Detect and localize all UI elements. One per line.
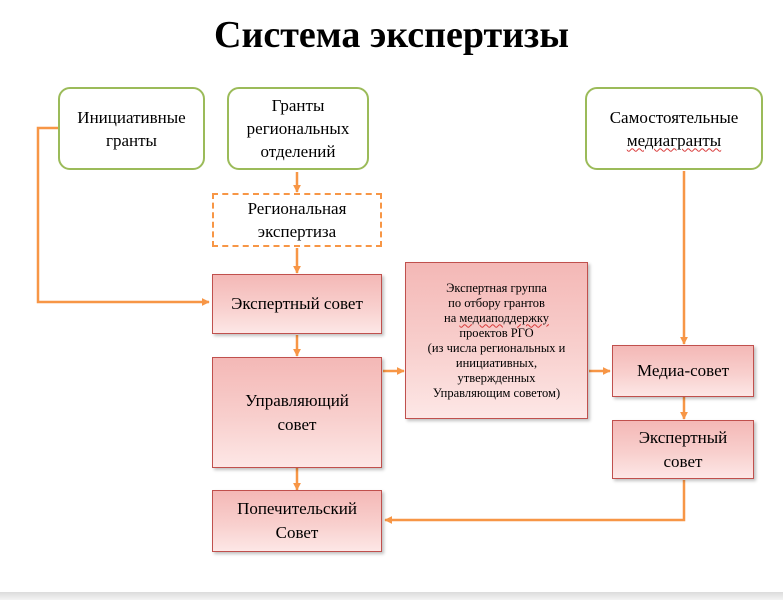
expert-group-box: Экспертная группа по отбору грантов на м… [405,262,588,419]
expert-council-box: Экспертный совет [212,274,382,334]
media-council-label: Медиа-совет [636,361,730,380]
media-council-box: Медиа-совет [612,345,754,397]
diagram-title: Система экспертизы [214,14,569,56]
independent-media-grants-label-1: Самостоятельные [609,107,739,127]
regional-expertise-label: Региональная экспертиза [247,199,347,241]
regional-grants-box: Гранты региональных отделений [227,87,369,170]
expert-group-line-2: по отбору грантов [448,295,545,310]
expert-group-line-3b: медиаподдержку [459,310,549,325]
regional-grants-label: Гранты региональных отделений [246,96,350,161]
media-expert-council-box: Экспертный совет [612,420,754,479]
expert-council-label: Экспертный совет [231,294,363,313]
arrow-media-expert-council-to-board [384,480,686,524]
independent-media-grants-box: Самостоятельные медиагранты [585,87,763,170]
media-expert-council-label: Экспертный совет [638,427,728,471]
expert-group-line-3a: на [444,310,460,325]
expert-group-line-1: Экспертная группа [446,280,547,295]
governing-council-label: Управляющий совет [245,390,349,434]
independent-media-grants-label-2: медиагранты [626,130,722,150]
board-of-trustees-box: Попечительский Совет [212,490,382,552]
board-of-trustees-label: Попечительский Совет [237,499,357,542]
expert-group-rest: проектов РГО (из числа региональных и ин… [427,325,566,400]
regional-expertise-box: Региональная экспертиза [212,193,382,247]
governing-council-box: Управляющий совет [212,357,382,468]
arrow-initiative-to-expert-council [36,126,210,306]
slide-bottom-shadow [0,592,783,600]
initiative-grants-label: Инициативные гранты [77,107,186,150]
initiative-grants-box: Инициативные гранты [58,87,205,170]
expert-group-line-3: на медиаподдержку [444,311,549,326]
